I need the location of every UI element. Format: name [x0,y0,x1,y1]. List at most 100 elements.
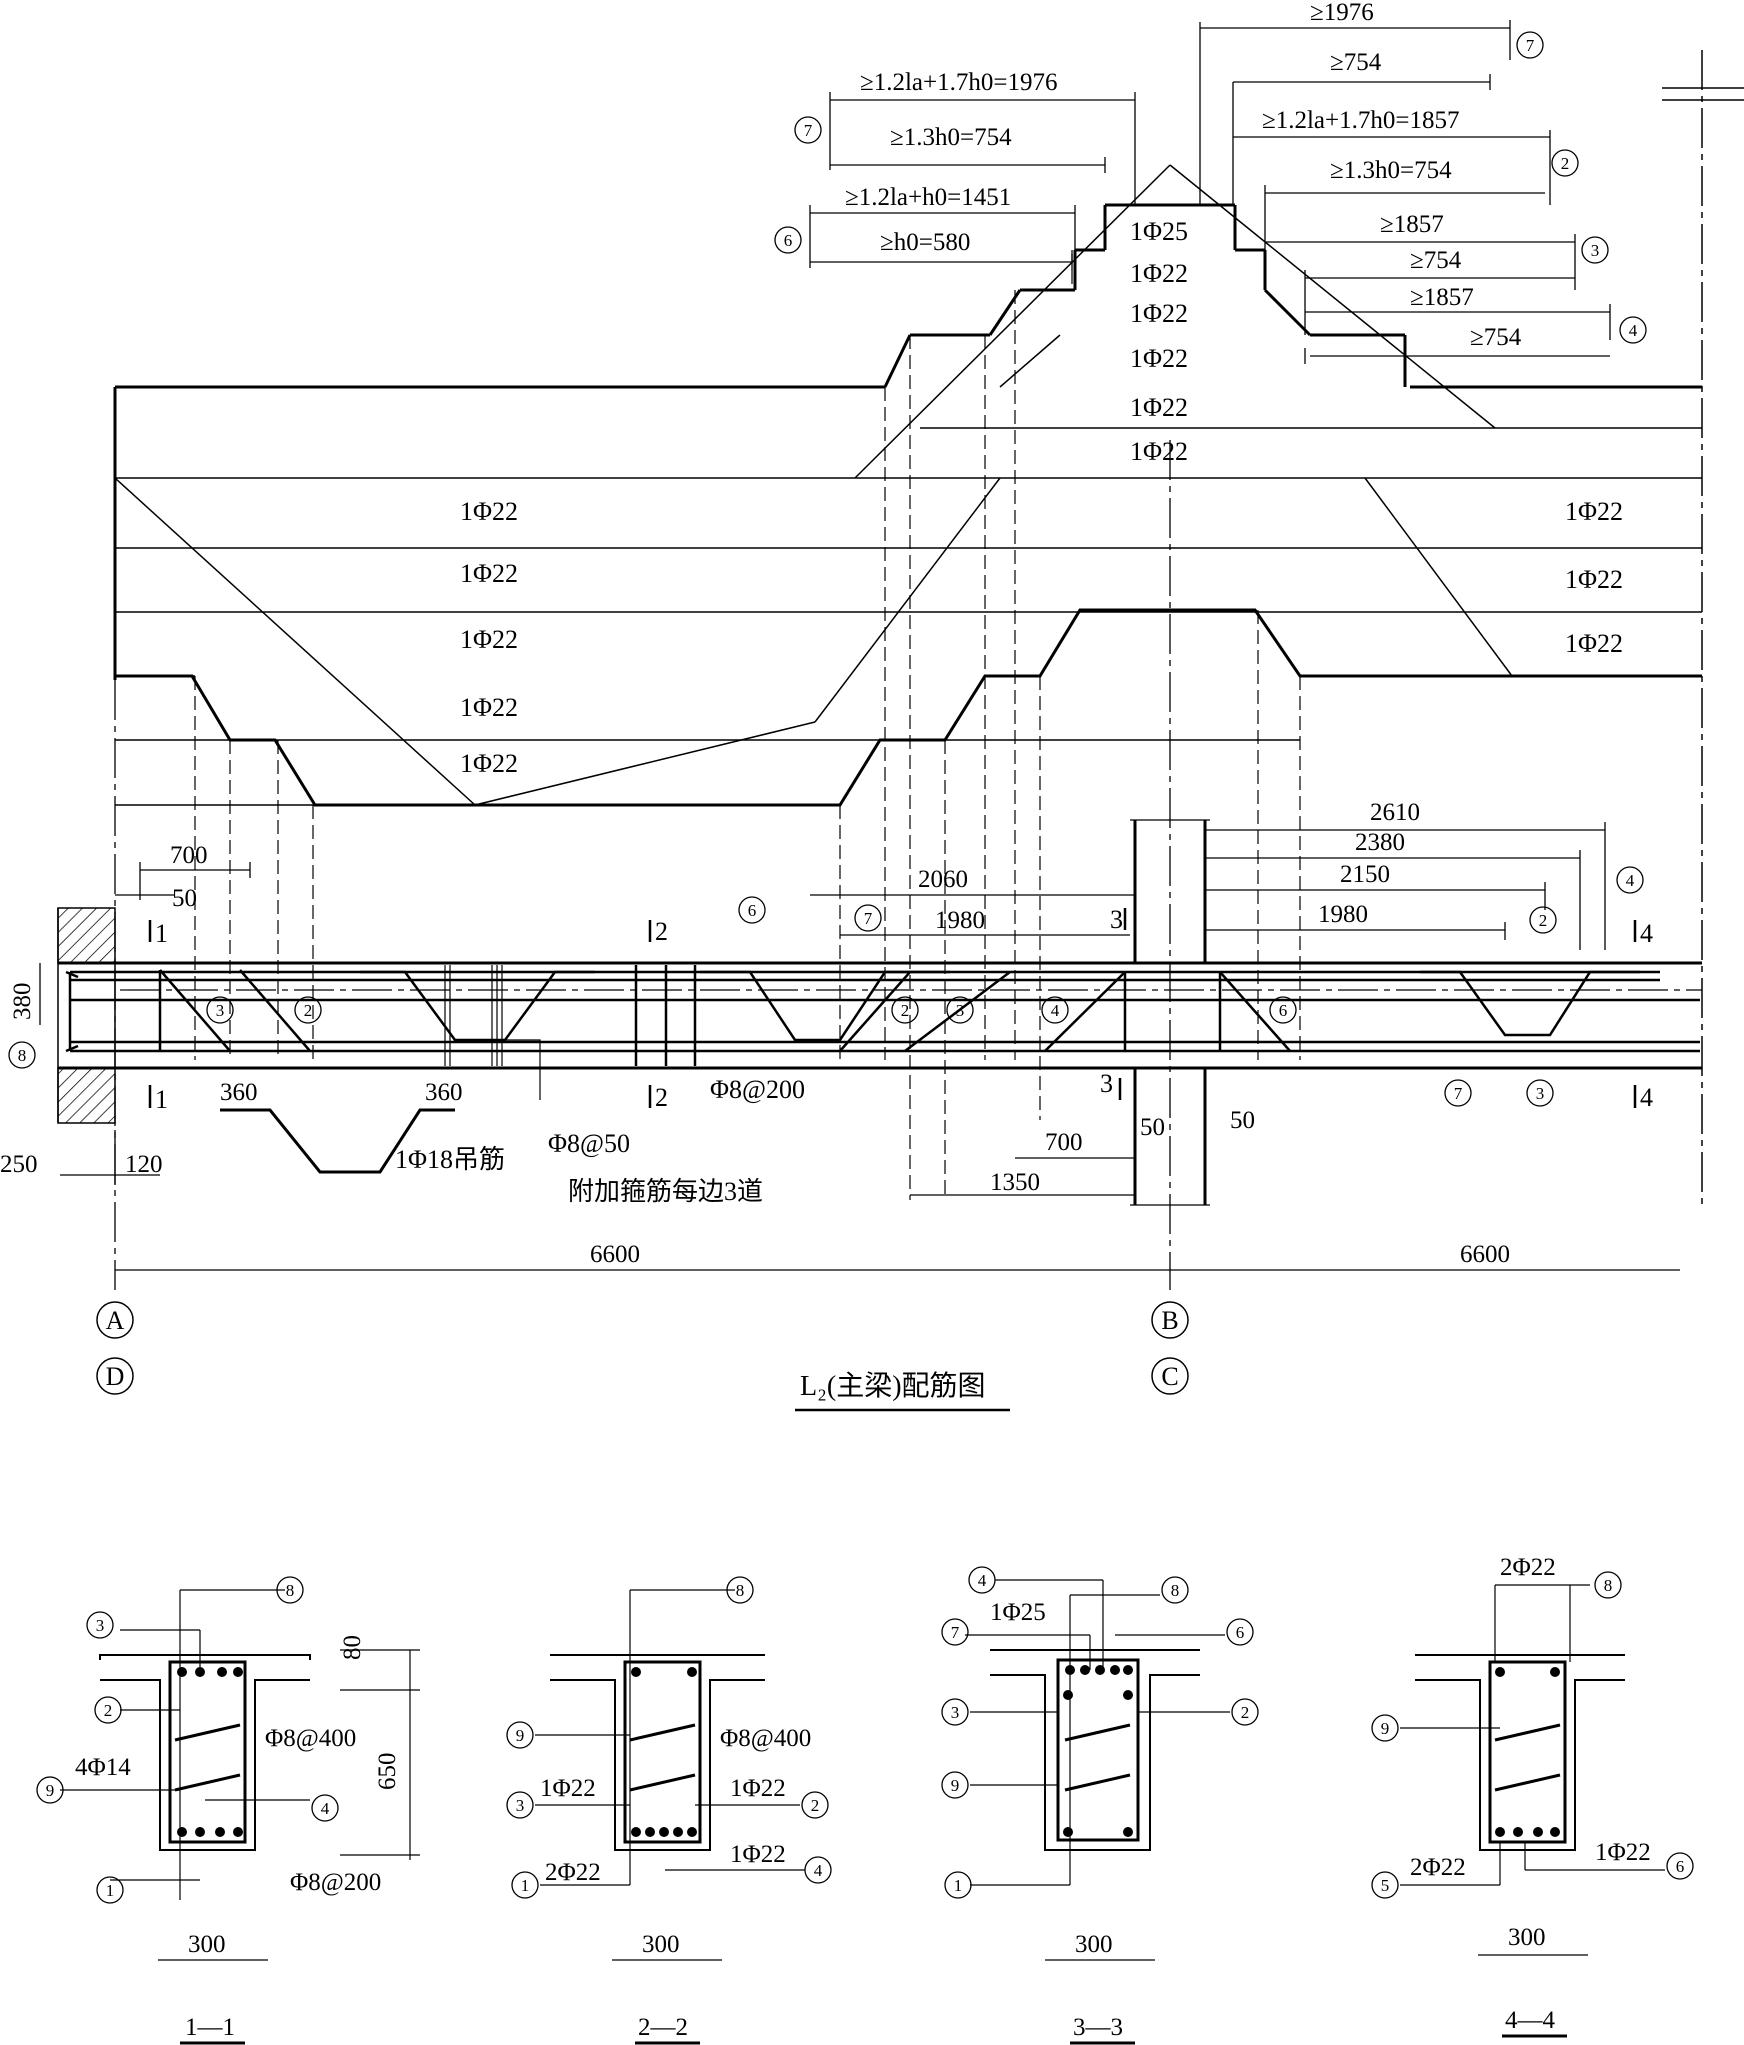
dim-formula-1451: ≥1.2la+h0=1451 [845,184,1011,211]
s3-mark-2: 2 [1241,1703,1250,1722]
s4-bottom-left-bar: 2Φ22 [1410,1854,1466,1881]
s1-dim-80: 80 [339,1635,366,1660]
beam-notes: Φ8@200 Φ8@50 1Φ18吊筋 附加箍筋每边3道 [395,1075,805,1206]
bm-2: 2 [304,1001,313,1020]
dim-formula-1976: ≥1.2la+1.7h0=1976 [860,69,1057,96]
mark-6: 6 [784,231,793,250]
cut-3-top: 3 [1110,905,1123,934]
left-bar-4: 1Φ22 [460,693,518,722]
s2-bar-bottom-left: 2Φ22 [545,1859,601,1886]
s4-mark-6: 6 [1676,1857,1685,1876]
s3-mark-4: 4 [978,1571,987,1590]
dim-1980-a: 1980 [935,907,985,934]
section-3-3 [965,1579,1230,1961]
dim-13h0-754-a: ≥1.3h0=754 [890,124,1012,151]
s4-mark-8: 8 [1604,1576,1613,1595]
right-bar-1: 1Φ22 [1565,497,1623,526]
s4-bottom-right-bar: 1Φ22 [1595,1839,1651,1866]
s3-mark-7: 7 [951,1623,960,1642]
section-4-4-labels: 2Φ22 2Φ22 1Φ22 300 4—4 [1410,1554,1651,2034]
bm-3c: 3 [1536,1084,1545,1103]
span-left: 6600 [590,1241,640,1268]
dim-ge754-a: ≥754 [1330,49,1382,76]
s4-mark-9: 9 [1381,1719,1390,1738]
cut-1-bottom: 1 [155,1085,168,1114]
grid-axes: 6600 6600 A D B C L₂(主梁)配筋图 [96,1241,1510,1412]
dim-ge1976: ≥1976 [1310,0,1374,26]
left-bar-1: 1Φ22 [460,497,518,526]
dim-ge1857-a: ≥1857 [1380,211,1444,238]
axis-B: B [1161,1306,1178,1335]
s1-stirrup-200: Φ8@200 [290,1869,381,1896]
bm-3b: 3 [956,1001,965,1020]
left-bar-3: 1Φ22 [460,625,518,654]
hanger-bar-note: 1Φ18吊筋 [395,1145,505,1174]
bm-3: 3 [216,1001,225,1020]
dim-h0-580: ≥h0=580 [880,229,970,256]
center-bar-6: 1Φ22 [1130,437,1188,466]
top-dimensions: ≥1976 ≥754 ≥1.2la+1.7h0=1976 ≥1.2la+1.7h… [845,0,1522,351]
s4-top-bar: 2Φ22 [1500,1554,1556,1581]
bm-2c: 2 [1539,911,1548,930]
dim-1980-b: 1980 [1318,901,1368,928]
s2-width: 300 [642,1931,680,1958]
section-2-2 [535,1589,805,1961]
s1-mark-1: 1 [106,1881,115,1900]
s2-stirrup-400: Φ8@400 [720,1725,811,1752]
dim-380: 380 [9,983,36,1021]
bm-6: 6 [748,901,757,920]
dim-2610: 2610 [1370,799,1420,826]
left-bar-labels: 1Φ22 1Φ22 1Φ22 1Φ22 1Φ22 [460,497,518,778]
dim-250: 250 [0,1151,38,1178]
dim-13h0-754-b: ≥1.3h0=754 [1330,157,1452,184]
center-bar-4: 1Φ22 [1130,344,1188,373]
bm-7: 7 [864,909,873,928]
beam-bar-mark-numbers: 8 3 2 6 7 2 3 4 6 2 4 7 3 [18,871,1635,1103]
dim-2380: 2380 [1355,829,1405,856]
s2-mark-3: 3 [516,1796,525,1815]
bm-4b: 4 [1626,871,1635,890]
s3-mark-1: 1 [954,1876,963,1895]
center-bar-5: 1Φ22 [1130,393,1188,422]
span-right: 6600 [1460,1241,1510,1268]
bm-7b: 7 [1454,1084,1463,1103]
s2-mark-1: 1 [521,1876,530,1895]
s4-width: 300 [1508,1924,1546,1951]
center-bar-2: 1Φ22 [1130,259,1188,288]
dim-ge754-c: ≥754 [1470,324,1522,351]
axis-A: A [106,1306,125,1335]
bm-2b: 2 [901,1001,910,1020]
dim-50-a: 50 [172,885,197,912]
s3-mark-6: 6 [1236,1623,1245,1642]
s1-mark-2: 2 [104,1701,113,1720]
bm-8: 8 [18,1046,27,1065]
axis-D: D [106,1362,125,1391]
dim-700-b: 700 [1045,1129,1083,1156]
left-bar-2: 1Φ22 [460,559,518,588]
s2-mark-8: 8 [736,1581,745,1600]
cut-4-top: 4 [1640,919,1653,948]
dim-2150: 2150 [1340,861,1390,888]
left-bar-5: 1Φ22 [460,749,518,778]
s3-mark-3: 3 [951,1703,960,1722]
s3-width: 300 [1075,1931,1113,1958]
section-title-underlines [180,2034,1567,2045]
stirrup-label-50: Φ8@50 [548,1129,630,1158]
beam-dimension-labels: 700 50 380 2060 1980 2610 2380 2150 1980… [0,799,1420,1196]
dim-360-b: 360 [425,1079,463,1106]
s2-mark-4: 4 [814,1861,823,1880]
section-cut-marks: 1 1 2 2 3 3 4 4 [148,905,1653,1114]
s2-bar-right: 1Φ22 [730,1775,786,1802]
extra-stirrup-note: 附加箍筋每边3道 [568,1177,763,1206]
section-3-3-labels: 1Φ25 300 3—3 [990,1599,1123,2041]
s1-mark-8: 8 [286,1581,295,1600]
s1-mark-4: 4 [321,1799,330,1818]
cut-2-bottom: 2 [655,1083,668,1112]
bm-4: 4 [1051,1001,1060,1020]
dim-120: 120 [125,1151,163,1178]
section-mark-numbers: 3 8 2 9 4 1 8 9 3 2 1 4 4 8 7 6 3 2 9 1 … [46,1571,1685,1900]
s4-mark-5: 5 [1381,1876,1390,1895]
mark-3: 3 [1591,241,1600,260]
section-1-1-labels: 80 650 Φ8@400 4Φ14 Φ8@200 300 1—1 [75,1635,401,2041]
